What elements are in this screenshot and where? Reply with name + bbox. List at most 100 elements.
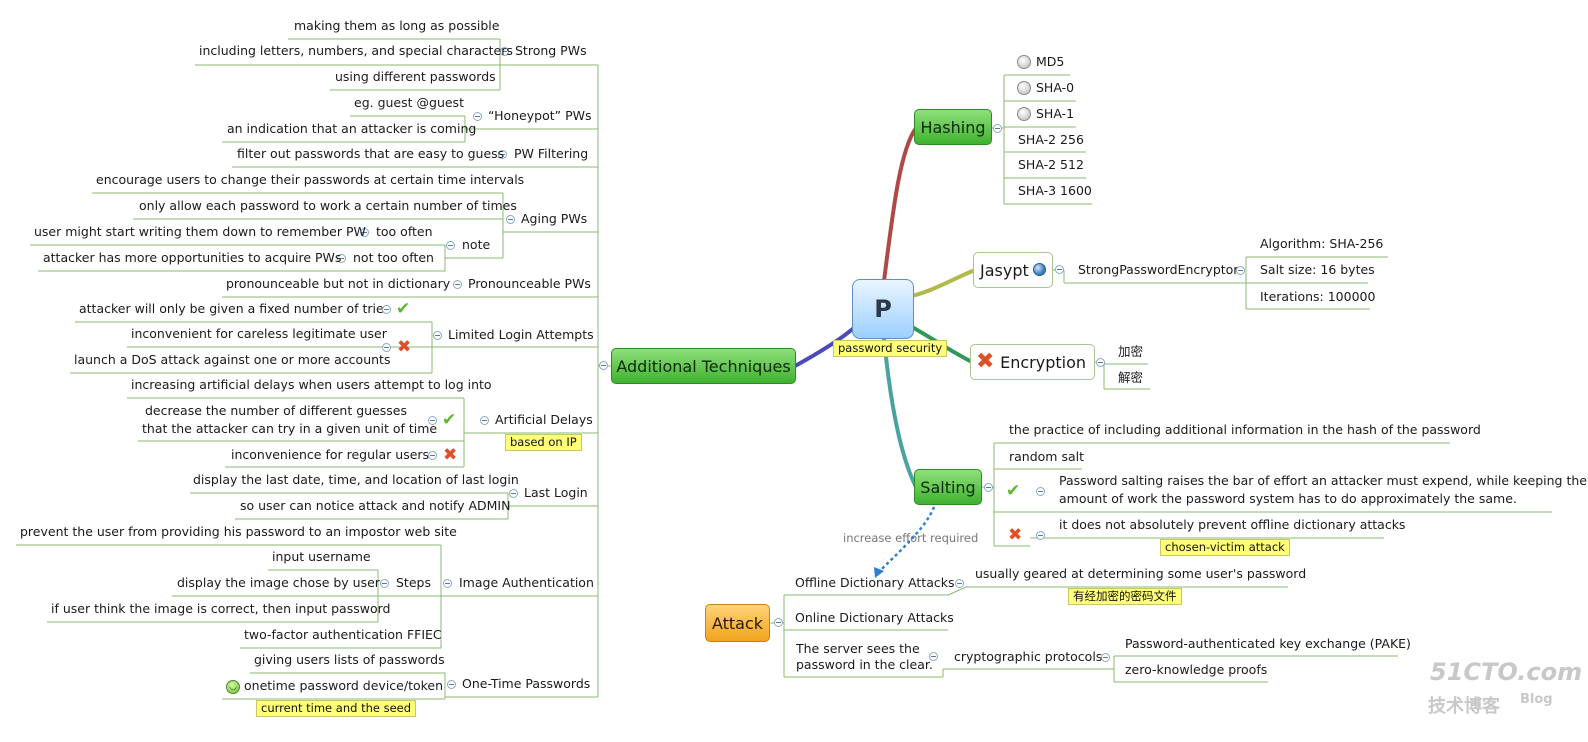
- hashing-item-5: SHA-2 512: [1018, 157, 1084, 172]
- collapse-toggle-limited-3[interactable]: [382, 343, 391, 352]
- collapse-toggle-not-too-often[interactable]: [337, 254, 346, 263]
- aging-too-often[interactable]: too often: [376, 224, 433, 239]
- collapse-toggle-jasypt[interactable]: [1055, 265, 1064, 274]
- aging-too-often-item: user might start writing them down to re…: [34, 224, 366, 239]
- collapse-toggle-crypto[interactable]: [1101, 653, 1110, 662]
- attack-server-b: password in the clear.: [796, 657, 933, 672]
- topic-jasypt-label: Jasypt: [980, 260, 1029, 280]
- collapse-toggle-salting-4[interactable]: [1036, 531, 1045, 540]
- collapse-toggle-salting[interactable]: [984, 483, 993, 492]
- topic-additional-techniques[interactable]: Additional Techniques: [611, 348, 796, 384]
- subtopic-pw-filtering[interactable]: PW Filtering: [514, 146, 589, 161]
- subtopic-otp[interactable]: One-Time Passwords: [462, 676, 591, 691]
- globe-icon: [1033, 263, 1046, 276]
- delays-item-1: increasing artificial delays when users …: [131, 377, 492, 392]
- cross-icon: ✖: [397, 337, 412, 357]
- cross-icon: ✖: [976, 349, 995, 374]
- watermark-site: 51CTO.com: [1430, 658, 1583, 686]
- strong-item-3: using different passwords: [335, 69, 496, 84]
- collapse-toggle-honeypot[interactable]: [473, 112, 482, 121]
- subtopic-pronounceable[interactable]: Pronounceable PWs: [468, 276, 591, 291]
- subtopic-strong-pws[interactable]: Strong PWs: [515, 43, 587, 58]
- hashing-item-6: SHA-3 1600: [1018, 183, 1092, 198]
- collapse-toggle-hashing[interactable]: [993, 124, 1002, 133]
- check-icon: ✔: [1006, 481, 1021, 501]
- central-note: password security: [833, 340, 948, 357]
- jasypt-item-1: Algorithm: SHA-256: [1260, 236, 1384, 251]
- collapse-toggle-strong[interactable]: [500, 47, 509, 56]
- topic-hashing[interactable]: Hashing: [914, 109, 992, 145]
- collapse-toggle-filtering[interactable]: [498, 150, 507, 159]
- collapse-toggle-delays[interactable]: [480, 416, 489, 425]
- hashing-item-4: SHA-2 256: [1018, 132, 1084, 147]
- steps-item-2: display the image chose by user: [177, 575, 380, 590]
- pronounce-item-1: pronounceable but not in dictionary: [226, 276, 451, 291]
- central-topic[interactable]: P: [852, 279, 914, 339]
- collapse-toggle-server[interactable]: [929, 652, 938, 661]
- delays-item-2b: that the attacker can try in a given uni…: [142, 421, 438, 436]
- collapse-toggle-attack[interactable]: [774, 618, 783, 627]
- subtopic-limited-login[interactable]: Limited Login Attempts: [448, 327, 594, 342]
- collapse-toggle-offline[interactable]: [955, 579, 964, 588]
- neutral-icon: [1017, 81, 1031, 95]
- salting-item-3a: Password salting raises the bar of effor…: [1059, 473, 1587, 488]
- topic-salting[interactable]: Salting: [914, 469, 982, 505]
- lastlogin-item-1: display the last date, time, and locatio…: [193, 472, 519, 487]
- collapse-toggle-aging-note[interactable]: [446, 241, 455, 250]
- collapse-toggle-steps[interactable]: [380, 579, 389, 588]
- topic-encryption-label: Encryption: [1000, 352, 1086, 372]
- jasypt-item-3: Iterations: 100000: [1260, 289, 1376, 304]
- collapse-toggle-image-auth[interactable]: [443, 579, 452, 588]
- collapse-toggle-delays-3[interactable]: [428, 451, 437, 460]
- collapse-toggle-main-left[interactable]: [599, 361, 608, 370]
- collapse-toggle-otp[interactable]: [447, 680, 456, 689]
- jasypt-item-2: Salt size: 16 bytes: [1260, 262, 1375, 277]
- attack-offline[interactable]: Offline Dictionary Attacks: [795, 575, 955, 590]
- collapse-toggle-limited-1[interactable]: [382, 305, 391, 314]
- check-icon: ✔: [396, 299, 411, 319]
- aging-note[interactable]: note: [462, 237, 491, 252]
- steps-item-1: input username: [272, 549, 371, 564]
- aging-not-too-often[interactable]: not too often: [353, 250, 434, 265]
- strong-item-2: including letters, numbers, and special …: [199, 43, 513, 58]
- central-topic-label: P: [874, 295, 892, 323]
- topic-salting-label: Salting: [920, 477, 976, 497]
- topic-encryption[interactable]: Encryption: [970, 344, 1095, 380]
- watermark-sub: 技术博客: [1428, 696, 1500, 717]
- jasypt-encryptor[interactable]: StrongPasswordEncryptor: [1078, 262, 1239, 277]
- steps-label[interactable]: Steps: [396, 575, 431, 590]
- relation-label: increase effort required: [843, 531, 979, 545]
- attack-crypto-item-2: zero-knowledge proofs: [1125, 662, 1268, 677]
- subtopic-aging-pws[interactable]: Aging PWs: [521, 211, 588, 226]
- imageauth-item-2: two-factor authentication FFIEC: [244, 627, 442, 642]
- subtopic-honeypot[interactable]: “Honeypot” PWs: [488, 108, 592, 123]
- collapse-toggle-delays-2[interactable]: [428, 416, 437, 425]
- aging-not-too-often-item: attacker has more opportunities to acqui…: [43, 250, 342, 265]
- collapse-toggle-limited[interactable]: [433, 331, 442, 340]
- limited-item-1: attacker will only be given a fixed numb…: [79, 301, 391, 316]
- subtopic-image-auth[interactable]: Image Authentication: [459, 575, 594, 590]
- collapse-toggle-too-often[interactable]: [360, 228, 369, 237]
- watermark-blog: Blog: [1520, 692, 1553, 707]
- otp-item-1: giving users lists of passwords: [254, 652, 445, 667]
- topic-attack[interactable]: Attack: [705, 604, 770, 642]
- attack-crypto-item-1: Password-authenticated key exchange (PAK…: [1125, 636, 1411, 651]
- salting-item-3b: amount of work the password system has t…: [1059, 491, 1517, 506]
- collapse-toggle-pronounceable[interactable]: [453, 280, 462, 289]
- collapse-toggle-last-login[interactable]: [509, 489, 518, 498]
- collapse-toggle-encryptor[interactable]: [1236, 266, 1245, 275]
- collapse-toggle-salting-3[interactable]: [1036, 487, 1045, 496]
- collapse-toggle-aging[interactable]: [506, 215, 515, 224]
- aging-item-1: encourage users to change their password…: [96, 172, 525, 187]
- subtopic-artificial-delays[interactable]: Artificial Delays: [495, 412, 593, 427]
- otp-item-2: onetime password device/token: [244, 678, 444, 693]
- attack-crypto[interactable]: cryptographic protocols: [954, 649, 1103, 664]
- attack-offline-item: usually geared at determining some user'…: [975, 566, 1307, 581]
- smiley-icon: ◡: [226, 680, 240, 694]
- collapse-toggle-encryption[interactable]: [1096, 358, 1105, 367]
- offline-note: 有经加密的密码文件: [1068, 588, 1182, 605]
- lastlogin-item-2: so user can notice attack and notify ADM…: [240, 498, 511, 513]
- salting-item-4: it does not absolutely prevent offline d…: [1059, 517, 1406, 532]
- subtopic-last-login[interactable]: Last Login: [524, 485, 588, 500]
- topic-attack-label: Attack: [711, 613, 764, 633]
